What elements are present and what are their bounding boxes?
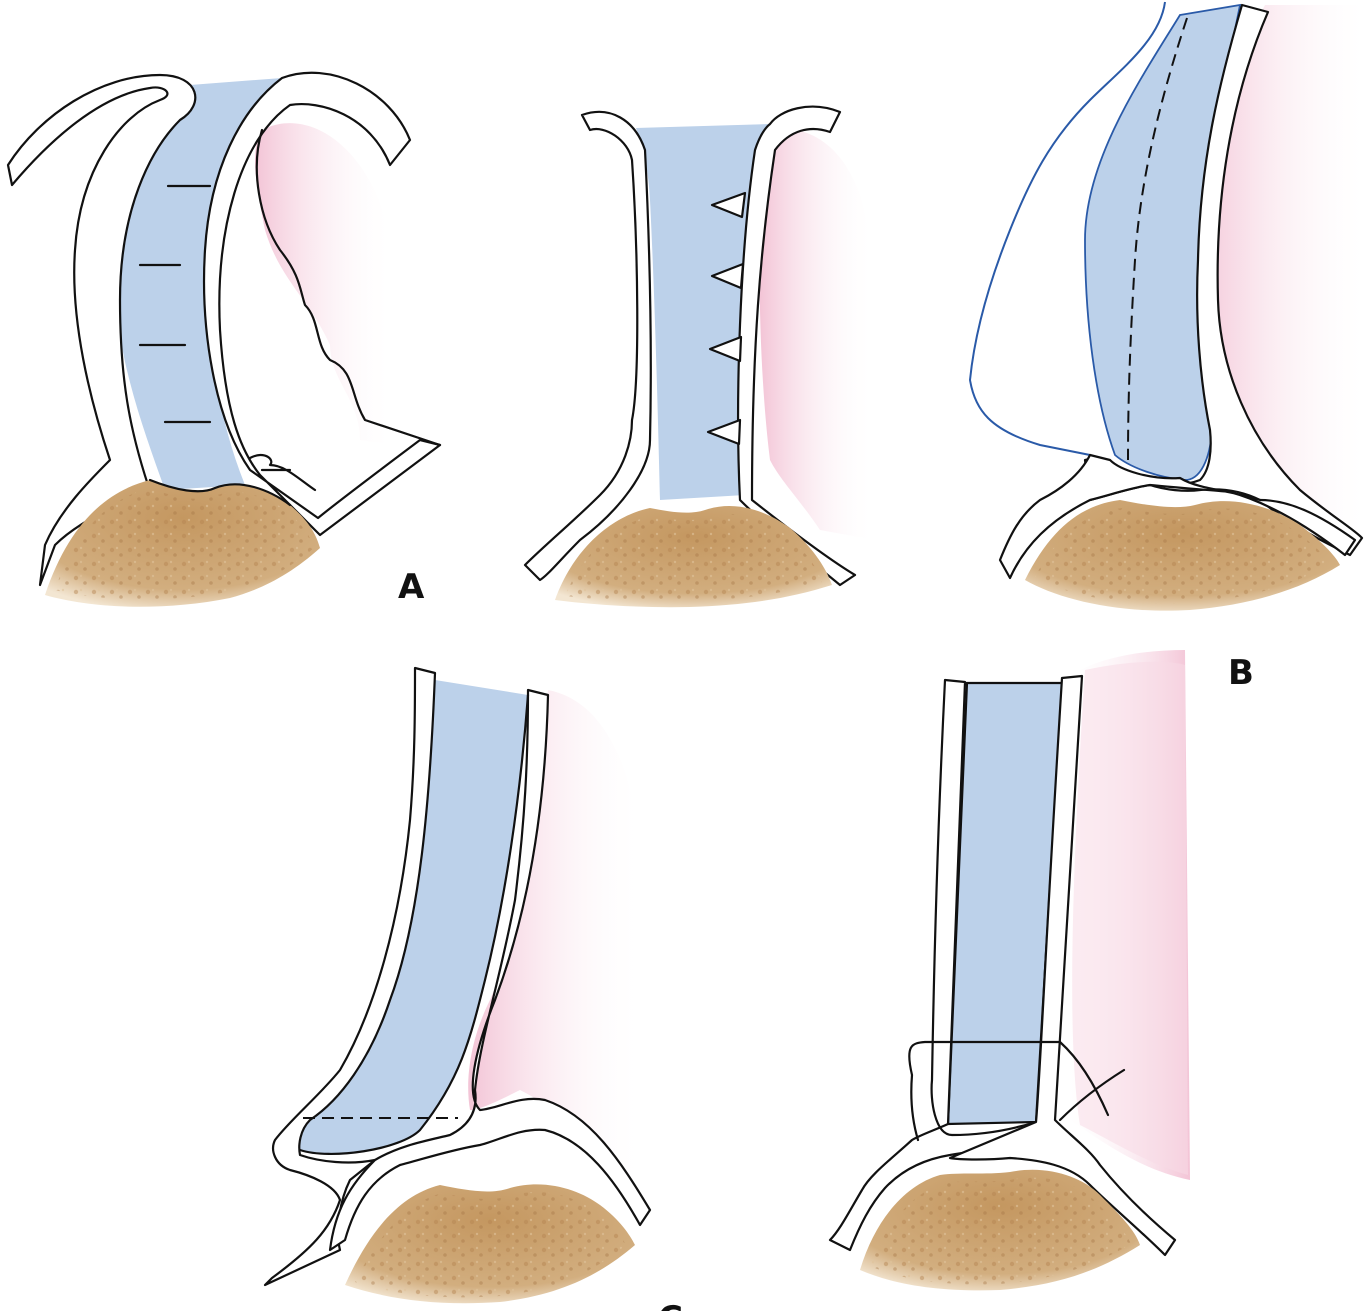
panel-label-b: B xyxy=(1228,653,1254,693)
soft-tissue xyxy=(255,123,395,445)
panel-a-left xyxy=(8,73,440,607)
panel-a-middle xyxy=(525,107,875,608)
panel-b xyxy=(970,2,1372,611)
panel-label-c: C xyxy=(658,1299,683,1311)
panel-label-a: A xyxy=(398,567,425,607)
soft-tissue-fade xyxy=(1072,662,1188,1175)
incision-mark xyxy=(250,455,315,490)
panel-c-left xyxy=(265,668,650,1303)
soft-tissue xyxy=(760,128,875,540)
wall-left xyxy=(525,112,651,580)
bone-texture xyxy=(355,1192,626,1297)
panel-c-right xyxy=(830,650,1190,1290)
